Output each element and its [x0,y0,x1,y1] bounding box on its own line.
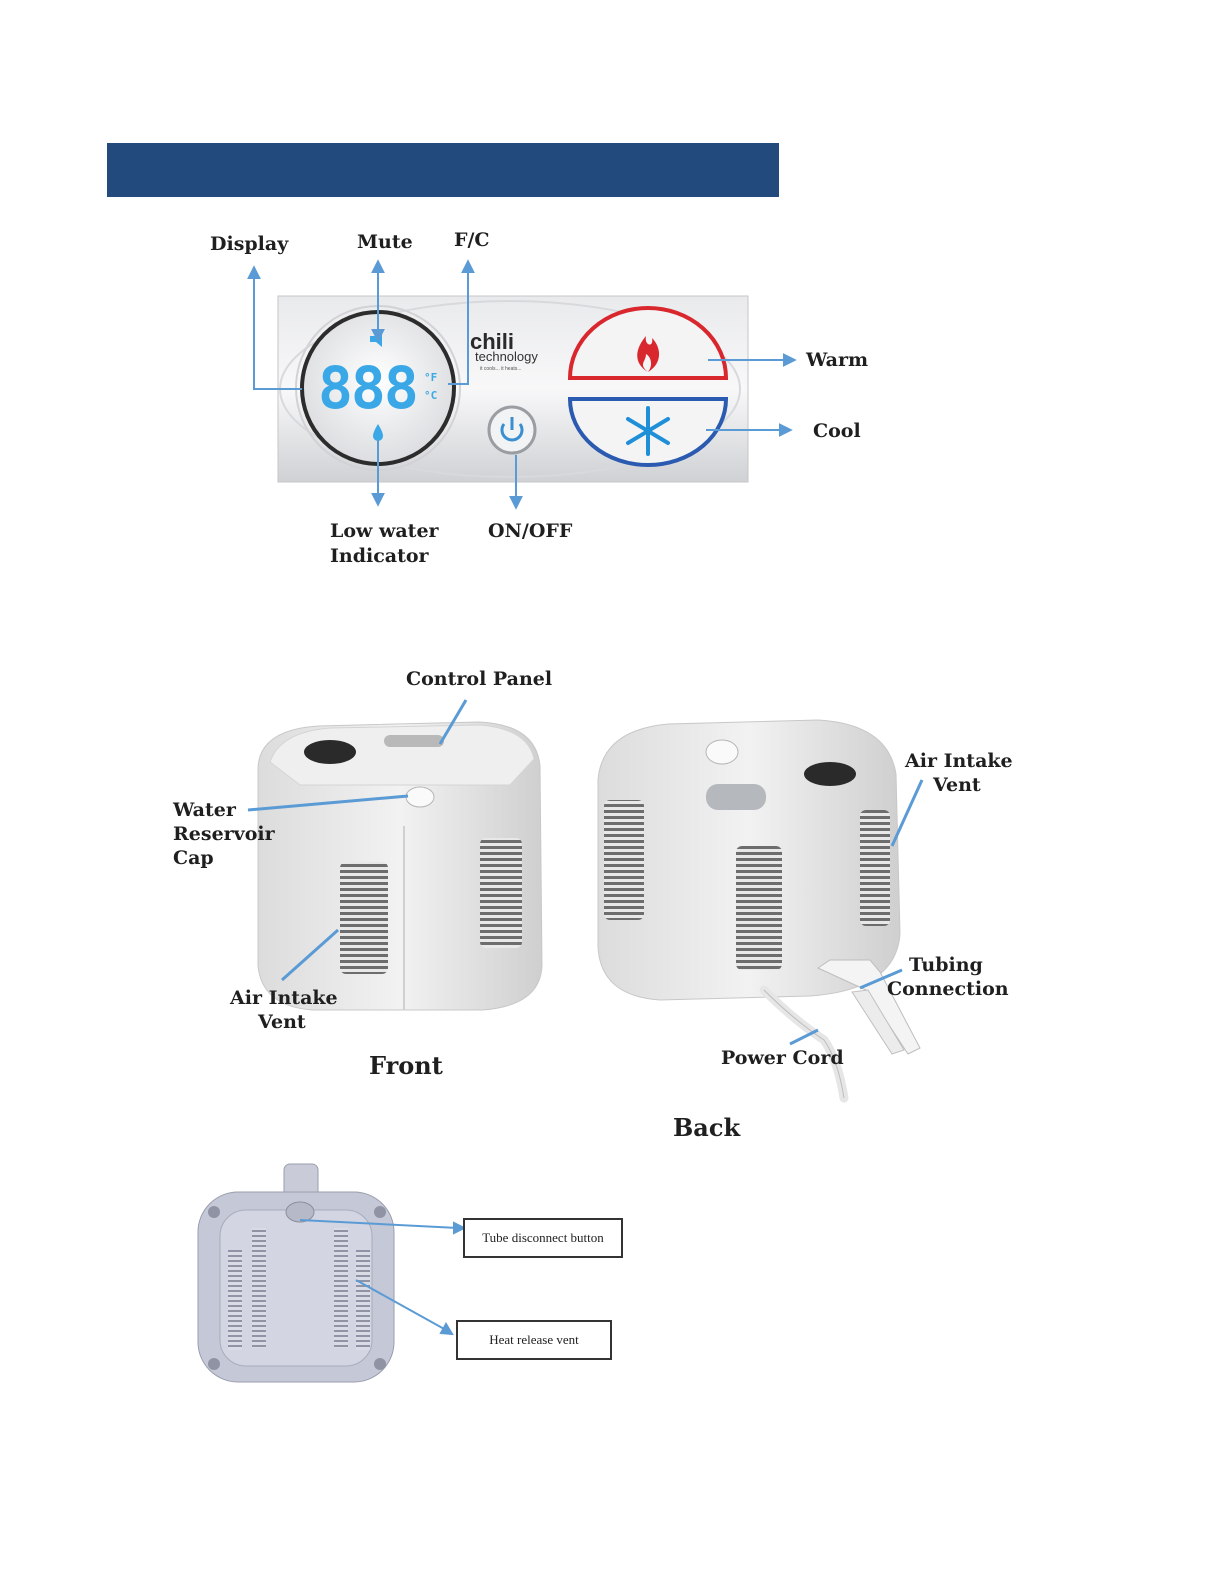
heat-release-callout: Heat release vent [456,1320,612,1360]
bottom-view-illustration [0,0,1224,1400]
bottom-unit [198,1164,394,1382]
heat-release-label: Heat release vent [489,1332,579,1348]
tube-disconnect-label: Tube disconnect button [482,1230,604,1246]
tube-disconnect-callout: Tube disconnect button [463,1218,623,1258]
